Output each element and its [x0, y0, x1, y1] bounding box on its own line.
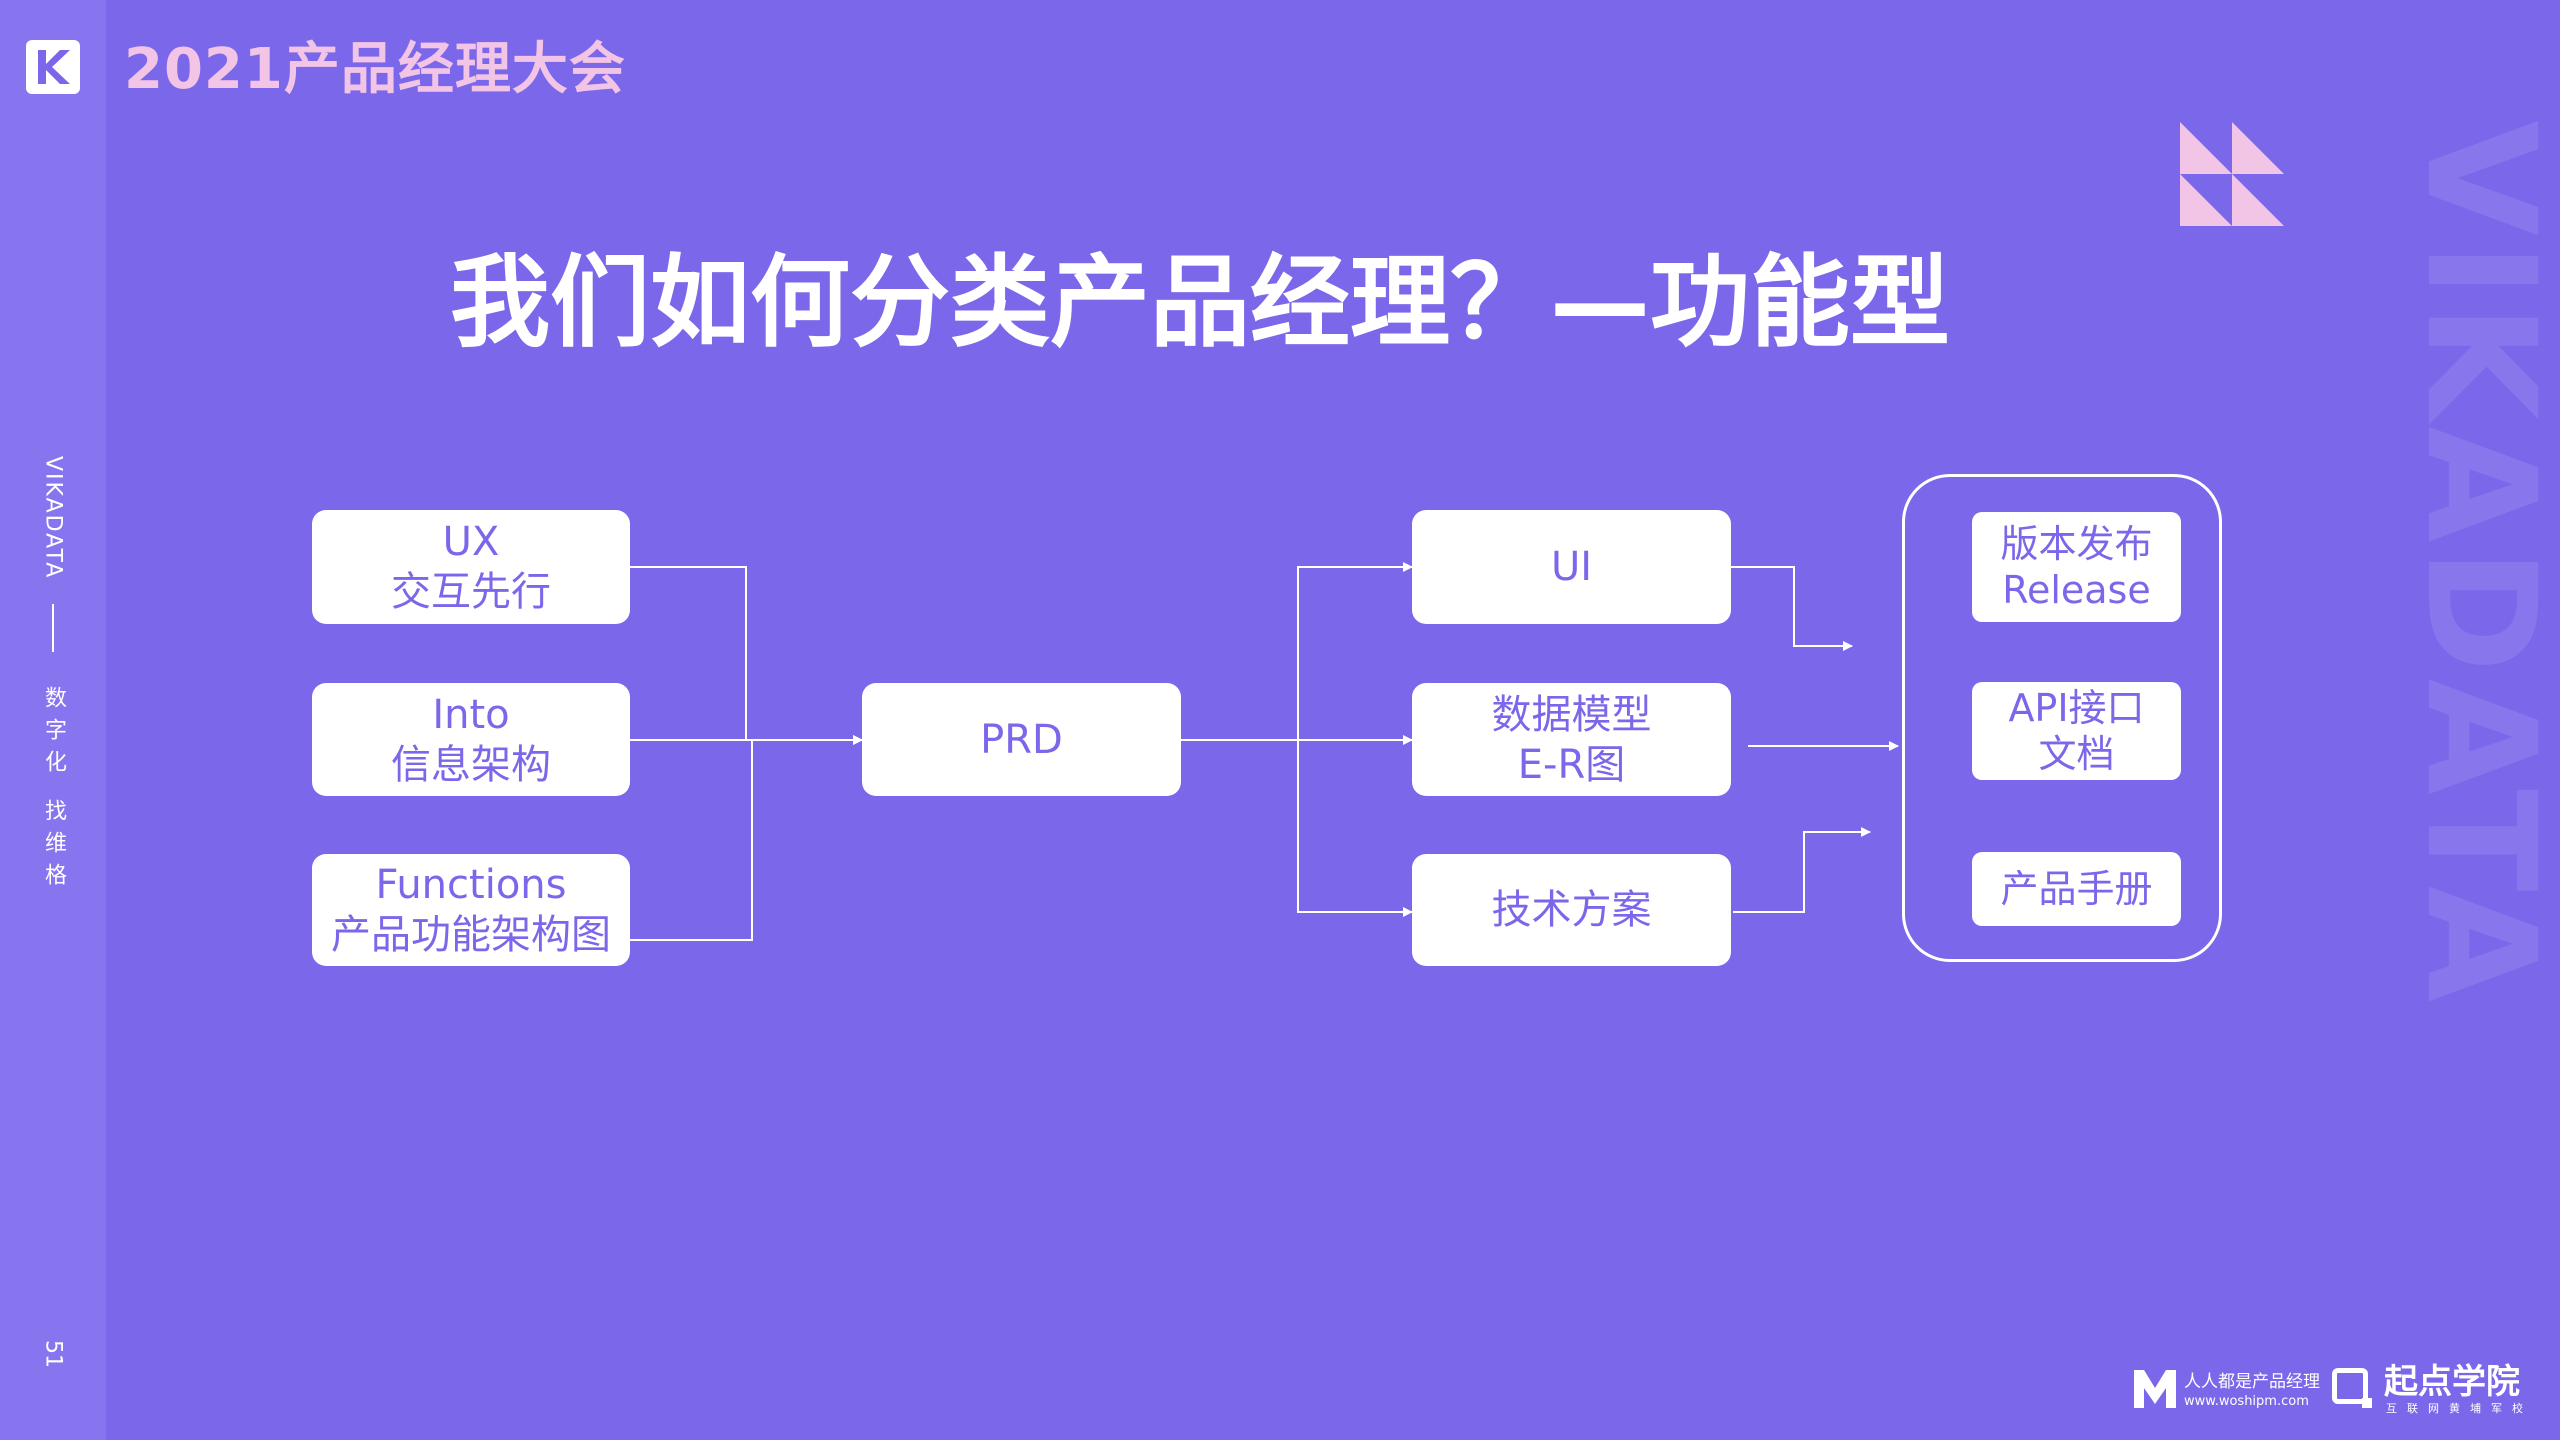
- sidebar-divider: [52, 604, 54, 652]
- deliverables-group: [1902, 474, 2222, 962]
- output-box-ui: UI: [1412, 510, 1731, 624]
- center-box-prd: PRD: [862, 683, 1181, 796]
- output-box-datamodel: 数据模型 E-R图: [1412, 683, 1731, 796]
- output-box-ui-line1: UI: [1550, 544, 1593, 590]
- footer-qidian-name: 起点学院: [2384, 1362, 2520, 1402]
- input-box-ux: UX 交互先行: [312, 510, 630, 624]
- input-box-ux-line2: 交互先行: [391, 569, 551, 615]
- sidebar: [0, 0, 106, 1440]
- vikadata-logo-icon: [38, 50, 70, 84]
- center-box-label: PRD: [980, 716, 1063, 763]
- connector-ux-prd: [630, 566, 863, 745]
- input-box-functions-line1: Functions: [375, 862, 567, 908]
- deliverable-api-line2: 文档: [2038, 732, 2115, 776]
- deliverable-box-api: API接口 文档: [1972, 682, 2181, 780]
- connector-functions-prd: [630, 740, 753, 941]
- input-box-ux-line1: UX: [442, 519, 500, 565]
- footer-qidian-sub: 互联网黄埔军校: [2386, 1402, 2533, 1415]
- output-box-datamodel-line1: 数据模型: [1491, 691, 1652, 738]
- output-box-datamodel-line2: E-R图: [1517, 741, 1626, 788]
- deliverable-release-line2: Release: [2002, 568, 2151, 612]
- connector-prd-ui: [1181, 562, 1413, 741]
- sidebar-brand: VIKADATA: [40, 456, 66, 580]
- deliverable-api-line1: API接口: [2008, 686, 2145, 730]
- woshipm-logo-icon: [2134, 1370, 2176, 1408]
- triangle-decoration-icon: [2180, 122, 2284, 226]
- output-box-tech: 技术方案: [1412, 854, 1731, 966]
- input-box-info-line2: 信息架构: [391, 741, 551, 788]
- deliverable-box-release: 版本发布 Release: [1972, 512, 2181, 622]
- qidian-logo-icon: [2332, 1368, 2368, 1404]
- vikadata-logo: [26, 40, 80, 94]
- input-box-info: Into 信息架构: [312, 683, 630, 796]
- input-box-functions: Functions 产品功能架构图: [312, 854, 630, 966]
- connector-prd-tech: [1297, 740, 1413, 917]
- connector-tech-group: [1733, 827, 1871, 913]
- qidian-logo-dot: [2362, 1398, 2372, 1408]
- connector-ui-group: [1731, 566, 1853, 651]
- footer-woshipm-name: 人人都是产品经理: [2184, 1372, 2320, 1392]
- sidebar-tagline: 数字化 找维格: [41, 686, 66, 895]
- deliverable-manual-line1: 产品手册: [2000, 867, 2153, 911]
- deliverable-box-manual: 产品手册: [1972, 852, 2181, 926]
- page-number: 51: [40, 1340, 66, 1368]
- slide-title: 我们如何分类产品经理？—功能型: [450, 244, 1950, 361]
- footer-woshipm-url: www.woshipm.com: [2184, 1394, 2309, 1409]
- brand-watermark: VIKADATA: [2410, 120, 2550, 1008]
- input-box-info-line1: Into: [432, 691, 510, 738]
- deliverable-release-line1: 版本发布: [2000, 522, 2153, 566]
- input-box-functions-line2: 产品功能架构图: [331, 912, 611, 958]
- conference-title: 2021产品经理大会: [124, 37, 626, 102]
- output-box-tech-line1: 技术方案: [1491, 887, 1652, 933]
